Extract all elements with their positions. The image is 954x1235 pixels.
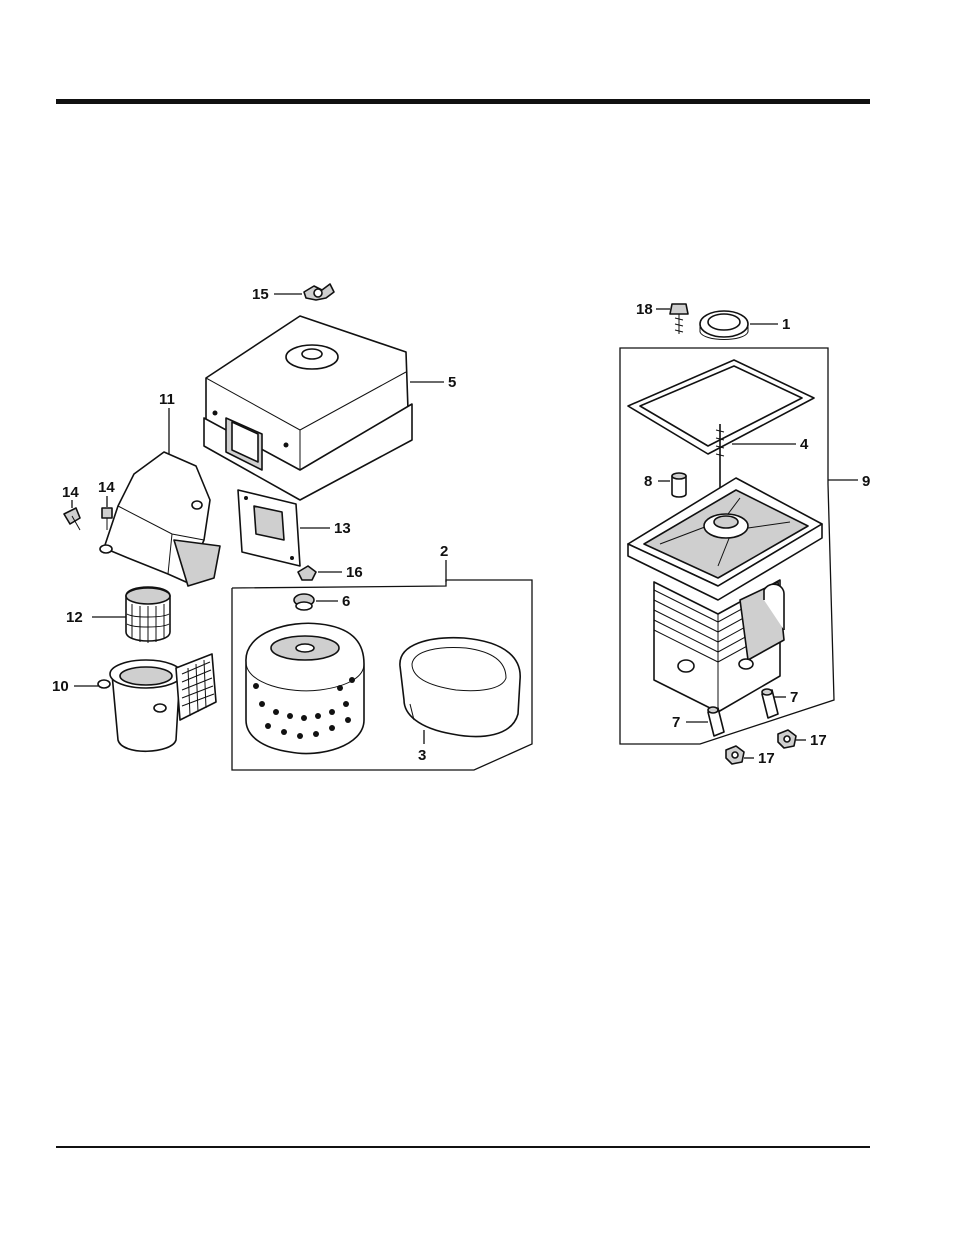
elbow-duct-part-11: [100, 452, 220, 586]
callout-13: 13: [334, 520, 351, 537]
tube-part-7a: [762, 689, 778, 718]
callout-8: 8: [644, 473, 652, 490]
callout-7a: 7: [672, 714, 680, 731]
seal-ring-part-1: [700, 311, 748, 340]
gasket-part-4: [628, 360, 814, 454]
callout-4: 4: [800, 436, 809, 453]
air-cleaner-case-body: [628, 424, 822, 712]
callout-6: 6: [342, 593, 350, 610]
callout-1: 1: [782, 316, 790, 333]
air-cleaner-case-part-10: [98, 654, 216, 751]
callout-5: 5: [448, 374, 456, 391]
mesh-screen-part-12: [126, 587, 170, 643]
callout-17b: 17: [758, 750, 775, 767]
collar-part-8: [672, 473, 686, 497]
wing-nut-part-16: [298, 566, 316, 580]
callout-14b: 14: [98, 479, 115, 496]
callout-3: 3: [418, 747, 426, 764]
callout-15: 15: [252, 286, 269, 303]
air-cleaner-cover-part-5: [204, 316, 412, 500]
screw-part-14a: [64, 508, 80, 530]
callout-11: 11: [159, 391, 175, 408]
nut-part-17b: [726, 746, 744, 764]
tube-part-7b: [708, 707, 724, 736]
callout-12: 12: [66, 609, 83, 626]
callout-10: 10: [52, 678, 69, 695]
callout-14a: 14: [62, 484, 79, 501]
foam-element-part-3: [400, 638, 520, 737]
bolt-part-18: [670, 304, 688, 334]
gasket-plate-part-13: [238, 490, 300, 566]
callout-7b: 7: [790, 689, 798, 706]
paper-filter-element: [246, 623, 364, 753]
callout-16: 16: [346, 564, 363, 581]
wing-nut-part-15: [304, 284, 334, 300]
callout-17a: 17: [810, 732, 827, 749]
callout-9: 9: [862, 473, 870, 490]
grommet-part-6: [294, 594, 314, 610]
callout-18: 18: [636, 301, 653, 318]
callout-2: 2: [440, 543, 448, 560]
nut-part-17a: [778, 730, 796, 748]
